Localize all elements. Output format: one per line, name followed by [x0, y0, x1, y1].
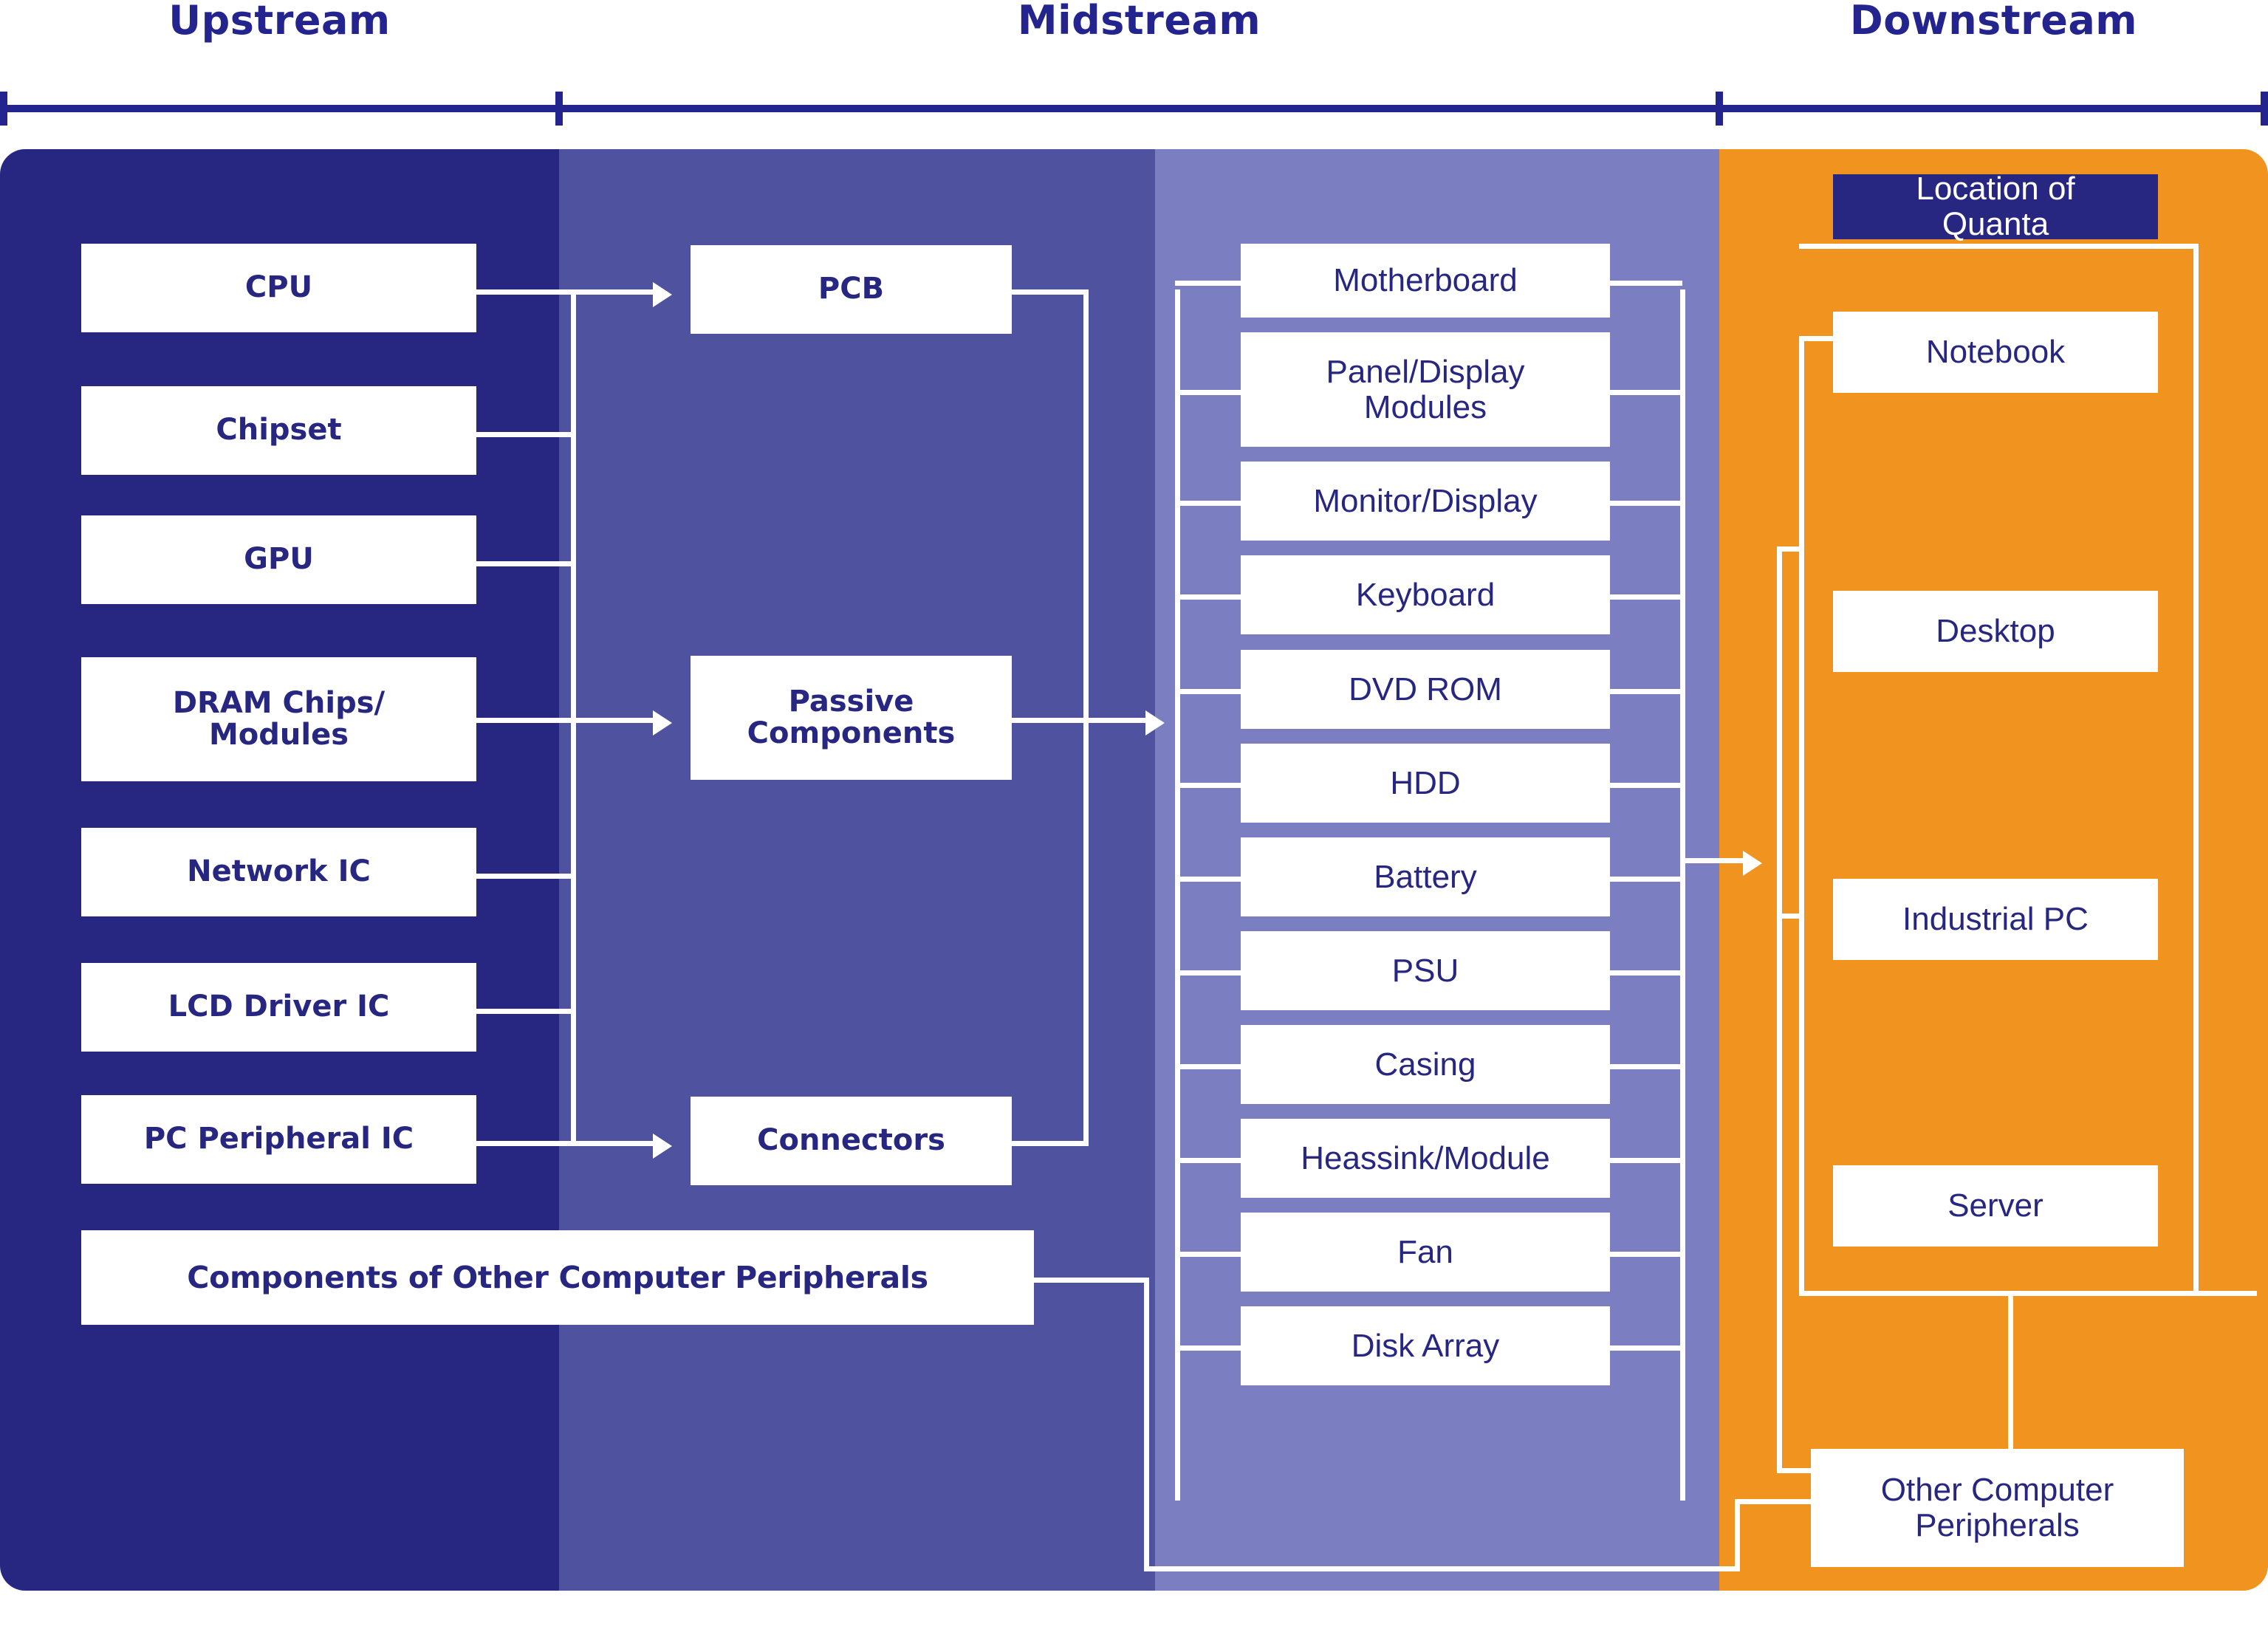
- component-stub-r-8: [1608, 1064, 1682, 1069]
- downstream-left-rail: [1799, 336, 1804, 1296]
- component-stub-l-8: [1175, 1064, 1243, 1069]
- conn-networkic-stub: [473, 874, 576, 879]
- conn-to-passive: [571, 718, 656, 723]
- midstream-node-pcb[interactable]: PCB: [691, 245, 1012, 334]
- component-stub-r-7: [1608, 970, 1682, 976]
- downstream-right-rail: [2193, 244, 2199, 1296]
- upstream-node-network-ic[interactable]: Network IC: [81, 828, 476, 916]
- component-stub-l-9: [1175, 1158, 1243, 1163]
- conn-passive-out: [1010, 718, 1149, 723]
- ruler-tick-end: [2261, 92, 2268, 126]
- component-stub-l-3: [1175, 594, 1243, 600]
- arrow-to-connectors: [653, 1134, 672, 1159]
- conn-components-exit: [1680, 858, 1747, 863]
- downstream-node-other-computer-peripherals[interactable]: Other Computer Peripherals: [1811, 1449, 2184, 1567]
- upstream-node-gpu[interactable]: GPU: [81, 515, 476, 604]
- component-stub-r-4: [1608, 689, 1682, 694]
- component-stub-l-0: [1175, 281, 1243, 286]
- arrow-to-passive: [653, 710, 672, 736]
- downstream-rail-notch-0: [1777, 546, 1803, 552]
- downstream-outer-rail: [1777, 546, 1782, 1473]
- downstream-node-server[interactable]: Server: [1833, 1165, 2158, 1247]
- header-label-midstream: Midstream: [1017, 0, 1261, 44]
- downstream-left-rail-top: [1799, 336, 1843, 341]
- component-stub-r-6: [1608, 877, 1682, 882]
- conn-otherparts-run: [1144, 1566, 1740, 1571]
- component-stub-r-0: [1608, 281, 1682, 286]
- component-node-dvd-rom[interactable]: DVD ROM: [1241, 650, 1610, 729]
- component-stub-l-1: [1175, 390, 1243, 395]
- component-stub-l-4: [1175, 689, 1243, 694]
- component-stub-l-5: [1175, 783, 1243, 788]
- component-stub-l-7: [1175, 970, 1243, 976]
- conn-otherparts-into-other: [1735, 1499, 1836, 1504]
- midstream-node-connectors[interactable]: Connectors: [691, 1097, 1012, 1185]
- component-stub-l-11: [1175, 1345, 1243, 1351]
- components-left-rail: [1175, 289, 1180, 1501]
- upstream-node-lcd-driver-ic[interactable]: LCD Driver IC: [81, 963, 476, 1052]
- component-stub-l-2: [1175, 501, 1243, 506]
- midstream-node-passive-components[interactable]: Passive Components: [691, 656, 1012, 780]
- component-node-battery[interactable]: Battery: [1241, 837, 1610, 916]
- header-label-upstream: Upstream: [168, 0, 391, 44]
- conn-pcb-out: [1010, 289, 1089, 295]
- conn-gpu-stub: [473, 561, 576, 566]
- component-node-casing[interactable]: Casing: [1241, 1025, 1610, 1104]
- component-node-motherboard[interactable]: Motherboard: [1241, 244, 1610, 318]
- upstream-node-other-peripheral-components[interactable]: Components of Other Computer Peripherals: [81, 1230, 1034, 1325]
- downstream-node-notebook[interactable]: Notebook: [1833, 312, 2158, 393]
- downstream-node-desktop[interactable]: Desktop: [1833, 591, 2158, 672]
- conn-chipset-stub: [473, 432, 576, 437]
- component-stub-r-9: [1608, 1158, 1682, 1163]
- downstream-right-rail-top: [1799, 244, 2199, 249]
- component-stub-l-10: [1175, 1252, 1243, 1257]
- component-stub-r-1: [1608, 390, 1682, 395]
- conn-to-connectors: [571, 1141, 656, 1146]
- component-stub-r-11: [1608, 1345, 1682, 1351]
- component-node-keyboard[interactable]: Keyboard: [1241, 555, 1610, 634]
- arrow-to-pcb: [653, 282, 672, 307]
- conn-dram-stub: [473, 718, 576, 723]
- conn-lcddriver-stub: [473, 1009, 576, 1014]
- conn-pcperiph-stub: [473, 1141, 576, 1146]
- header-label-downstream: Downstream: [1849, 0, 2138, 44]
- downstream-node-industrial-pc[interactable]: Industrial PC: [1833, 879, 2158, 960]
- arrow-to-downstream: [1743, 851, 1762, 876]
- component-stub-r-2: [1608, 501, 1682, 506]
- conn-to-pcb: [571, 289, 656, 295]
- component-stub-l-6: [1175, 877, 1243, 882]
- downstream-rail-notch-1: [1777, 913, 1803, 919]
- conn-otherparts-stub: [1034, 1278, 1149, 1283]
- conn-otherparts-rise: [1735, 1499, 1740, 1571]
- upstream-node-cpu[interactable]: CPU: [81, 244, 476, 332]
- arrow-to-components: [1145, 710, 1165, 736]
- component-node-monitor-display[interactable]: Monitor/Display: [1241, 462, 1610, 541]
- downstream-left-rail-bottom: [1799, 1291, 2257, 1296]
- conn-cpu-stub: [473, 289, 576, 295]
- component-node-heatsink-module[interactable]: Heassink/Module: [1241, 1119, 1610, 1198]
- components-right-rail: [1680, 289, 1685, 1501]
- conn-otherparts-drop: [1144, 1278, 1149, 1571]
- upstream-node-pc-peripheral-ic[interactable]: PC Peripheral IC: [81, 1095, 476, 1184]
- midstream-materials-band: [559, 149, 1155, 1591]
- component-node-fan[interactable]: Fan: [1241, 1213, 1610, 1292]
- ruler-tick-start: [0, 92, 7, 126]
- component-node-hdd[interactable]: HDD: [1241, 744, 1610, 823]
- component-node-psu[interactable]: PSU: [1241, 931, 1610, 1010]
- component-node-disk-array[interactable]: Disk Array: [1241, 1306, 1610, 1385]
- ruler-tick-midstream-end: [1716, 92, 1723, 126]
- component-stub-r-10: [1608, 1252, 1682, 1257]
- component-stub-r-5: [1608, 783, 1682, 788]
- conn-connectors-out: [1010, 1141, 1089, 1146]
- component-node-panel-display-modules[interactable]: Panel/Display Modules: [1241, 332, 1610, 447]
- conn-downstream-to-other: [2008, 1291, 2013, 1450]
- upstream-node-chipset[interactable]: Chipset: [81, 386, 476, 475]
- downstream-badge-location-of-quanta: Location of Quanta: [1833, 171, 2158, 241]
- downstream-outer-rail-foot: [1777, 1468, 1836, 1473]
- upstream-node-dram[interactable]: DRAM Chips/ Modules: [81, 657, 476, 781]
- component-stub-r-3: [1608, 594, 1682, 600]
- ruler-tick-upstream-end: [555, 92, 563, 126]
- stage-ruler-line: [0, 105, 2268, 112]
